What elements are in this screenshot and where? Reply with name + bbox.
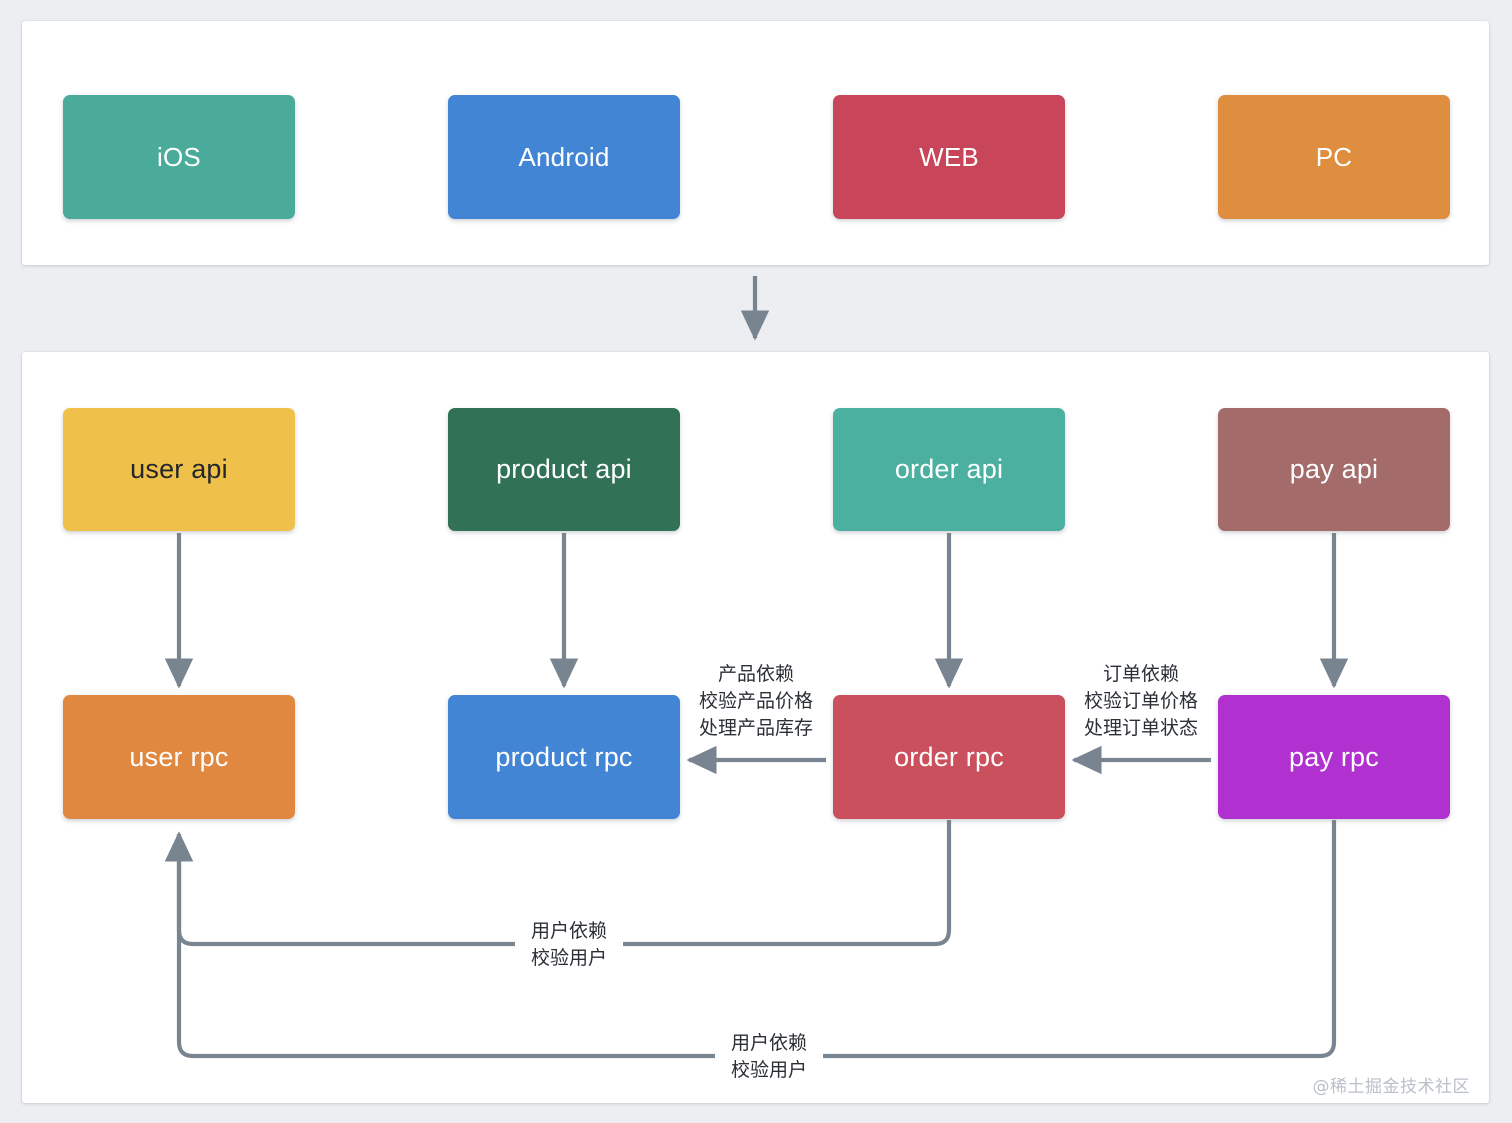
edge-label-user-dependency-pay-line-1: 用户依赖	[730, 1032, 807, 1054]
edge-label-user-dependency-order-line-1: 用户依赖	[530, 920, 607, 942]
node-user-api[interactable]: user api	[63, 408, 295, 531]
edge-label-order-dependency: 订单依赖 校验订单价格 处理订单状态	[1071, 661, 1211, 742]
edge-label-order-dependency-line-1: 订单依赖	[1102, 663, 1179, 685]
node-pay-api-label: pay api	[1289, 454, 1379, 484]
node-pay-api[interactable]: pay api	[1218, 408, 1450, 531]
node-android-label: Android	[518, 142, 610, 172]
edge-label-user-dependency-pay-line-2: 校验用户	[730, 1058, 807, 1081]
node-product-api-label: product api	[496, 454, 632, 484]
node-ios[interactable]: iOS	[63, 95, 295, 219]
edge-label-user-dependency-order: 用户依赖 校验用户	[515, 918, 623, 972]
edge-label-product-dependency-line-2: 校验产品价格	[698, 689, 813, 712]
node-ios-label: iOS	[157, 142, 201, 172]
node-pay-rpc[interactable]: pay rpc	[1218, 695, 1450, 819]
node-pay-rpc-label: pay rpc	[1289, 741, 1379, 772]
node-android[interactable]: Android	[448, 95, 680, 219]
node-product-rpc-label: product rpc	[495, 741, 633, 772]
node-user-rpc[interactable]: user rpc	[63, 695, 295, 819]
edge-label-user-dependency-order-line-2: 校验用户	[530, 946, 607, 969]
edge-label-order-dependency-line-2: 校验订单价格	[1083, 689, 1198, 712]
node-user-rpc-label: user rpc	[129, 741, 229, 772]
node-order-rpc[interactable]: order rpc	[833, 695, 1065, 819]
node-pc[interactable]: PC	[1218, 95, 1450, 219]
node-order-api[interactable]: order api	[833, 408, 1065, 531]
edge-label-product-dependency-line-3: 处理产品库存	[698, 716, 813, 739]
node-product-rpc[interactable]: product rpc	[448, 695, 680, 819]
edge-label-product-dependency-line-1: 产品依赖	[717, 663, 794, 685]
edge-label-order-dependency-line-3: 处理订单状态	[1083, 716, 1198, 739]
node-web-label: WEB	[919, 142, 979, 172]
node-order-api-label: order api	[894, 454, 1004, 484]
client-layer-panel: iOS Android WEB PC	[22, 21, 1489, 265]
edge-label-product-dependency: 产品依赖 校验产品价格 处理产品库存	[686, 661, 826, 742]
node-user-api-label: user api	[130, 454, 228, 484]
node-pc-label: PC	[1315, 142, 1353, 172]
node-product-api[interactable]: product api	[448, 408, 680, 531]
node-order-rpc-label: order rpc	[894, 741, 1004, 772]
node-web[interactable]: WEB	[833, 95, 1065, 219]
edge-label-user-dependency-pay: 用户依赖 校验用户	[715, 1030, 823, 1084]
watermark: @稀土掘金技术社区	[1312, 1077, 1470, 1097]
